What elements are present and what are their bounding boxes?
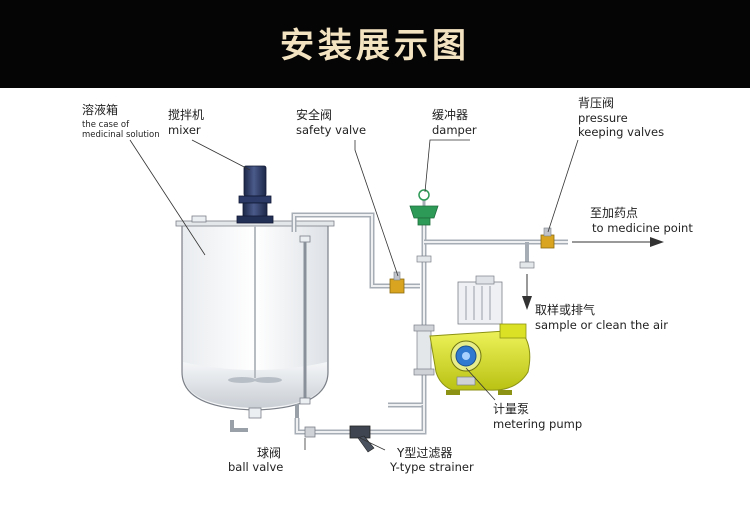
svg-text:计量泵: 计量泵 [493, 402, 529, 416]
installation-diagram: 溶液箱 the case of medicinal solution 搅拌机 m… [82, 96, 693, 474]
safety-valve [389, 271, 405, 294]
svg-text:damper: damper [432, 123, 477, 137]
svg-text:mixer: mixer [168, 123, 201, 137]
svg-text:ball valve: ball valve [228, 460, 283, 474]
svg-text:medicinal solution: medicinal solution [82, 130, 160, 140]
leader-lines [129, 139, 579, 451]
svg-text:球阀: 球阀 [257, 446, 281, 460]
label-to-dosing-point: 至加药点 to medicine point [590, 206, 693, 235]
label-ball-valve: 球阀 ball valve [228, 446, 283, 474]
ball-valve [304, 426, 316, 438]
title-banner: 安装展示图 [0, 0, 750, 88]
svg-text:pressure: pressure [578, 111, 628, 125]
svg-text:metering pump: metering pump [493, 417, 582, 431]
label-y-strainer: Y型过滤器 Y-type strainer [389, 446, 474, 474]
label-mixer: 搅拌机 mixer [168, 107, 204, 137]
svg-text:取样或排气: 取样或排气 [535, 302, 595, 317]
svg-text:缓冲器: 缓冲器 [432, 107, 468, 122]
svg-text:搅拌机: 搅拌机 [168, 107, 204, 122]
y-strainer [349, 425, 375, 453]
label-sample: 取样或排气 sample or clean the air [535, 302, 668, 332]
discharge-pipe [388, 220, 435, 408]
svg-text:溶液箱: 溶液箱 [82, 102, 118, 117]
damper [409, 189, 439, 226]
label-tank: 溶液箱 the case of medicinal solution [82, 102, 160, 140]
page-title: 安装展示图 [280, 26, 470, 66]
svg-text:至加药点: 至加药点 [590, 206, 638, 220]
label-damper: 缓冲器 damper [432, 107, 477, 137]
svg-text:the case of: the case of [82, 120, 130, 130]
svg-text:Y型过滤器: Y型过滤器 [396, 446, 452, 460]
label-back-pressure-valve: 背压阀 pressure keeping valves [578, 96, 664, 139]
svg-text:safety valve: safety valve [296, 123, 366, 137]
label-safety-valve: 安全阀 safety valve [296, 107, 366, 137]
mixer [228, 165, 282, 383]
metering-pump [429, 275, 531, 395]
svg-text:keeping valves: keeping valves [578, 125, 664, 139]
svg-text:to medicine point: to medicine point [592, 221, 693, 235]
return-line [291, 212, 420, 289]
back-pressure-valve [540, 227, 555, 249]
svg-text:背压阀: 背压阀 [578, 96, 614, 110]
label-metering-pump: 计量泵 metering pump [493, 402, 582, 431]
svg-text:sample or clean the air: sample or clean the air [535, 318, 668, 332]
svg-text:Y-type strainer: Y-type strainer [389, 460, 474, 474]
svg-text:安全阀: 安全阀 [296, 107, 332, 122]
